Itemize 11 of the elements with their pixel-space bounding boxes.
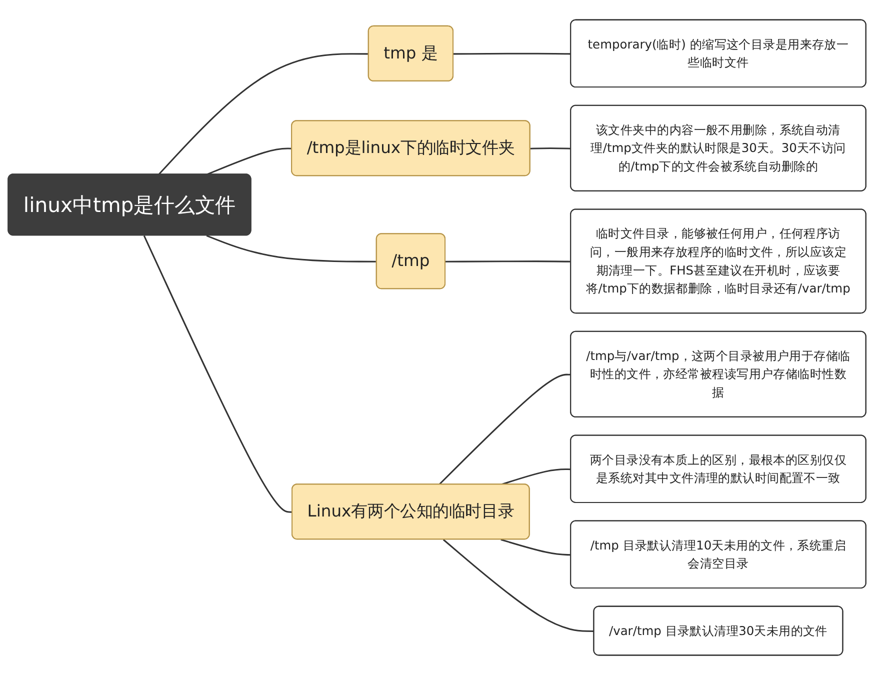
connector bbox=[206, 234, 377, 262]
connector bbox=[500, 538, 572, 556]
connector bbox=[206, 148, 292, 176]
connector bbox=[143, 235, 293, 513]
connector bbox=[158, 53, 369, 176]
connector bbox=[530, 148, 572, 150]
connector bbox=[438, 374, 572, 486]
connector bbox=[442, 539, 594, 632]
connector bbox=[454, 52, 572, 55]
connector bbox=[446, 260, 572, 262]
connector bbox=[500, 468, 572, 486]
